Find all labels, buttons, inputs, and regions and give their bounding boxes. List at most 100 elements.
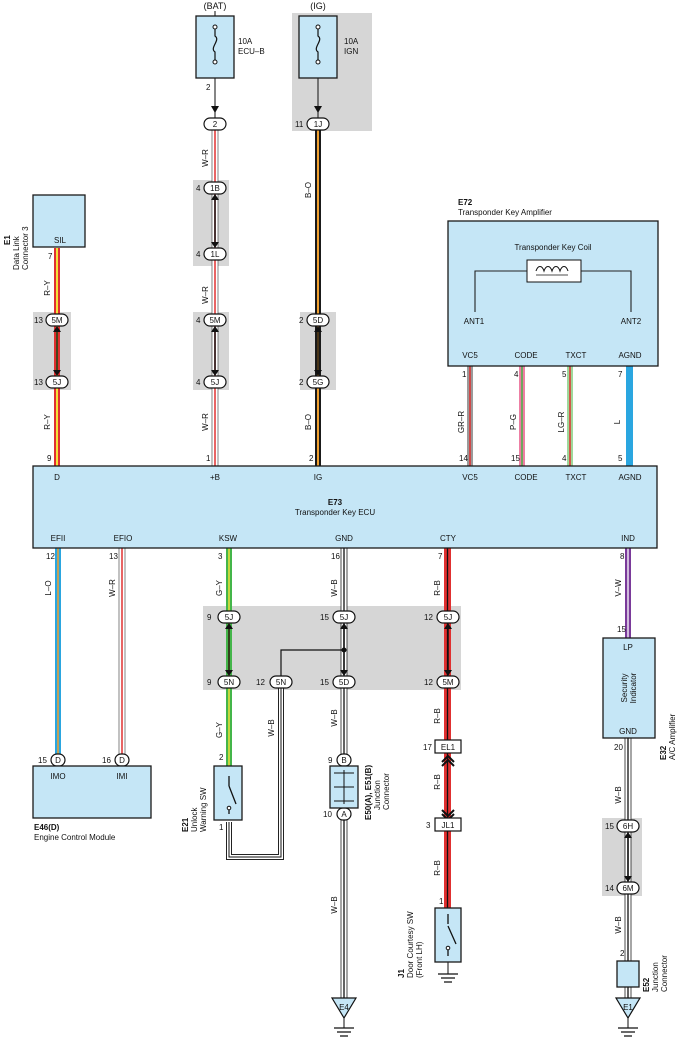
ground-icon bbox=[438, 973, 458, 983]
svg-text:6M: 6M bbox=[622, 884, 633, 893]
ecu-pin-ind: 8 bbox=[620, 552, 625, 561]
ecu-top-txct: TXCT bbox=[566, 473, 587, 482]
ecu-bot-efii: EFII bbox=[51, 534, 66, 543]
ecu-pin-efii: 12 bbox=[46, 552, 55, 561]
e52-code: E52 bbox=[642, 977, 651, 992]
ecu-top-b: +B bbox=[210, 473, 220, 482]
ecu-pin-code: 15 bbox=[511, 454, 520, 463]
wire-label-agnd: L bbox=[613, 419, 622, 424]
connector-5G: 5G bbox=[306, 375, 330, 389]
pin-num: 2 bbox=[299, 378, 304, 387]
pin-num: 15 bbox=[38, 756, 47, 765]
connector-6H: 6H bbox=[616, 819, 640, 833]
mated-arrows bbox=[53, 326, 61, 376]
door-name-2: (Front LH) bbox=[415, 941, 424, 978]
svg-text:A: A bbox=[341, 810, 347, 819]
unlock-pin-1: 1 bbox=[219, 823, 224, 832]
junction-name-2: Connector bbox=[382, 773, 391, 810]
svg-text:5J: 5J bbox=[211, 378, 219, 387]
connector-5J-sil: 5J bbox=[45, 375, 69, 389]
connector-5M-b: 5M bbox=[203, 313, 227, 327]
ground-e1: E1 bbox=[614, 997, 642, 1037]
pin-num: 4 bbox=[196, 316, 201, 325]
wire-label-ksw: G–Y bbox=[215, 579, 224, 596]
ecu-name: Transponder Key ECU bbox=[295, 508, 375, 517]
amp-pin-code: 4 bbox=[514, 370, 519, 379]
ac-name: A/C Amplifier bbox=[668, 713, 677, 760]
ecu-pin-cty: 7 bbox=[438, 552, 443, 561]
ecu-top-ig: IG bbox=[314, 473, 322, 482]
wire-label-code: P–G bbox=[509, 414, 518, 430]
pin-num: 14 bbox=[605, 884, 614, 893]
amp-box bbox=[447, 220, 659, 367]
ig-fuse-name: IGN bbox=[344, 47, 358, 56]
wire-amp-vc5 bbox=[467, 366, 473, 466]
svg-text:5D: 5D bbox=[339, 678, 349, 687]
coil-icon bbox=[526, 259, 582, 283]
amp-ant2: ANT2 bbox=[621, 317, 642, 326]
ecu-pin-vc5: 14 bbox=[459, 454, 468, 463]
connector-5D: 5D bbox=[306, 313, 330, 327]
amp-term-txct: TXCT bbox=[566, 351, 587, 360]
splice-link bbox=[280, 649, 344, 676]
ecu-code: E73 bbox=[328, 498, 343, 507]
ig-fuse-amp: 10A bbox=[344, 37, 359, 46]
bat-pin: 2 bbox=[206, 83, 211, 92]
amp-ant1: ANT1 bbox=[464, 317, 485, 326]
svg-text:JL1: JL1 bbox=[442, 821, 455, 830]
ground-e4: E4 bbox=[330, 997, 358, 1037]
ground-icon bbox=[334, 1027, 354, 1037]
mated-arrows bbox=[211, 326, 219, 376]
wire-label-cty2: R–B bbox=[433, 708, 442, 724]
ecu-top-vc5: VC5 bbox=[462, 473, 478, 482]
ecu-box bbox=[32, 465, 658, 549]
ecu-top-agnd: AGND bbox=[618, 473, 641, 482]
wire-label-vc5: GR–R bbox=[457, 411, 466, 433]
pin-num: 16 bbox=[102, 756, 111, 765]
ecu-bot-ksw: KSW bbox=[219, 534, 238, 543]
svg-text:1B: 1B bbox=[210, 184, 220, 193]
mated-chevrons bbox=[441, 754, 455, 822]
unlock-name-1: Unlock bbox=[190, 807, 199, 832]
dlc-terminal: SIL bbox=[54, 236, 67, 245]
svg-text:E1: E1 bbox=[623, 1003, 633, 1012]
ground-icon bbox=[618, 1027, 638, 1037]
wire-label-efii: L–O bbox=[44, 580, 53, 595]
svg-text:5J: 5J bbox=[53, 378, 61, 387]
wire-label-gnd3: W–B bbox=[330, 896, 339, 913]
ecu-pin-gnd: 16 bbox=[331, 552, 340, 561]
wire-efii bbox=[55, 548, 61, 756]
amp-term-vc5: VC5 bbox=[462, 351, 478, 360]
door-name-1: Door Courtesy SW bbox=[406, 911, 415, 978]
pin-num: 4 bbox=[196, 378, 201, 387]
connector-5M-sil: 5M bbox=[45, 313, 69, 327]
ecm-name: Engine Control Module bbox=[34, 833, 116, 842]
unlock-name-2: Warning SW bbox=[199, 787, 208, 832]
wire-label-ind: V–W bbox=[614, 579, 623, 597]
ecm-box bbox=[32, 765, 152, 819]
svg-text:EL1: EL1 bbox=[441, 743, 456, 752]
connector-1J: 1J bbox=[306, 117, 330, 131]
svg-text:5J: 5J bbox=[340, 613, 348, 622]
ecu-pin-efio: 13 bbox=[109, 552, 118, 561]
mated-arrows bbox=[444, 623, 452, 676]
dlc-name-2: Connector 3 bbox=[21, 226, 30, 270]
ecm-code: E46(D) bbox=[34, 823, 60, 832]
wire-label-sil2: R–Y bbox=[43, 414, 52, 430]
wire-efio bbox=[118, 547, 126, 757]
connector-JL1: JL1 bbox=[434, 817, 462, 832]
ig-source-label: (IG) bbox=[310, 1, 326, 11]
dlc-name-1: Data Link bbox=[12, 235, 21, 270]
junction-name-1: Junction bbox=[373, 780, 382, 810]
connector-5N-unlock: 5N bbox=[269, 675, 293, 689]
ecm-term-imi: IMI bbox=[116, 772, 127, 781]
connector-5M-cty: 5M bbox=[436, 675, 460, 689]
mated-arrows bbox=[624, 832, 632, 882]
pin-num: 17 bbox=[423, 743, 432, 752]
bat-fuse-name: ECU–B bbox=[238, 47, 265, 56]
svg-text:5N: 5N bbox=[224, 678, 234, 687]
connector-B: B bbox=[336, 753, 352, 767]
connector-5J-b: 5J bbox=[203, 375, 227, 389]
door-pin: 1 bbox=[439, 897, 444, 906]
